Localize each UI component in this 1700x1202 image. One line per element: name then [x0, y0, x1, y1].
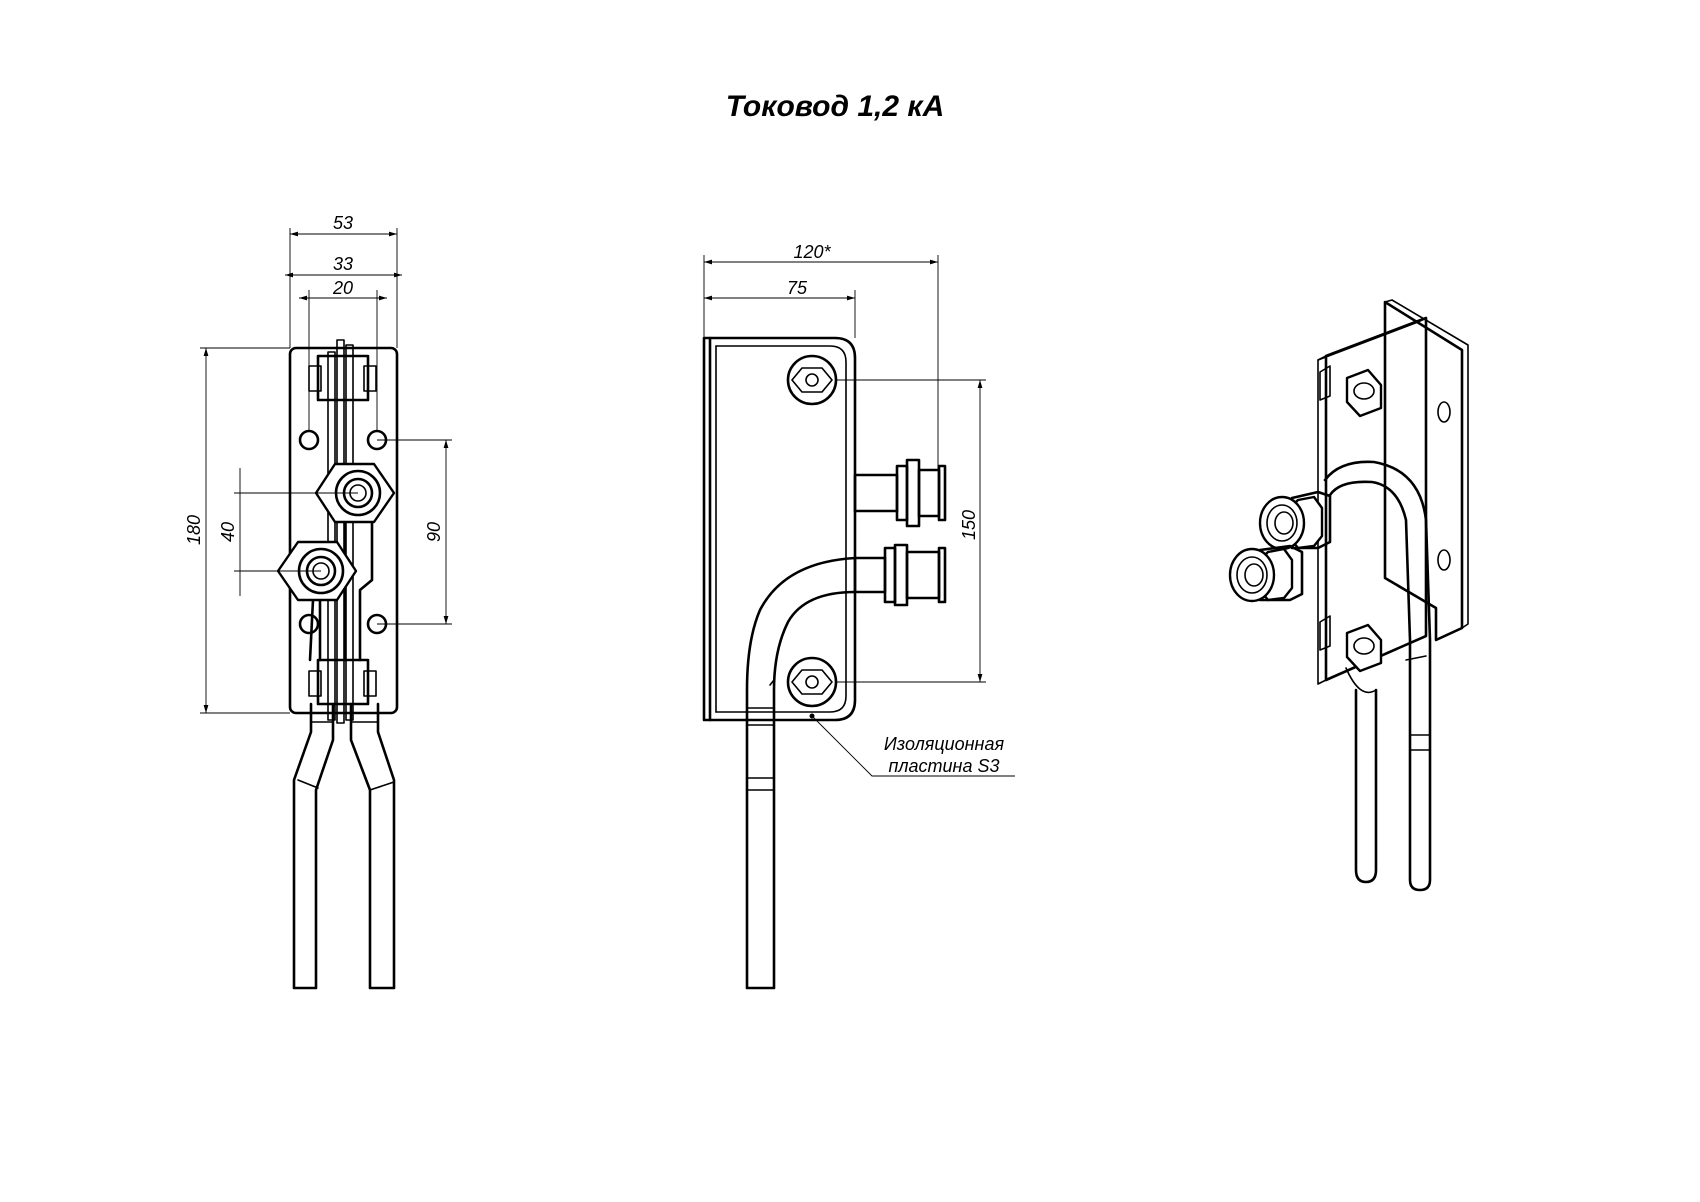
side-view-dimensions: 120* 75 150 Изоляционная пластина S3 [703, 242, 1015, 777]
dim-150: 150 [959, 510, 979, 540]
front-view [276, 339, 399, 990]
dim-53: 53 [333, 213, 353, 233]
dim-90: 90 [424, 522, 444, 542]
dim-20: 20 [332, 278, 353, 298]
drawing-title: Токовод 1,2 кА [726, 90, 945, 123]
dim-75: 75 [787, 278, 808, 298]
isometric-view [1228, 299, 1469, 892]
dim-33: 33 [333, 254, 353, 274]
dim-40: 40 [218, 522, 238, 542]
callout-line-1: Изоляционная [884, 734, 1005, 754]
dim-180: 180 [184, 515, 204, 545]
side-view [702, 336, 947, 990]
callout-line-2: пластина S3 [888, 756, 999, 776]
dim-120: 120* [793, 242, 831, 262]
front-view-dimensions: 53 33 20 180 40 90 [184, 213, 452, 714]
